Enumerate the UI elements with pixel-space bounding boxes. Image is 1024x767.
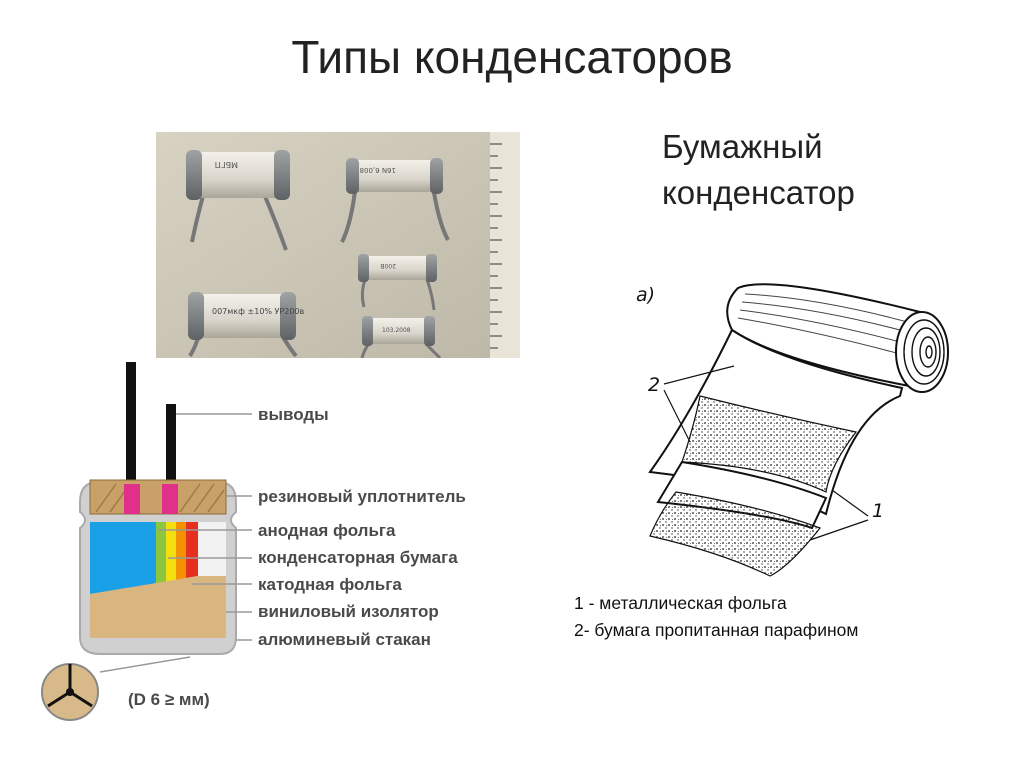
paper-roll-drawing [648, 283, 949, 577]
label-vinyl-insulator: виниловый изолятор [258, 602, 439, 621]
capacitor-3-marking: 200В [380, 262, 396, 269]
pin-cathode [162, 484, 178, 514]
capacitor-2: 16N 6,008 [340, 158, 450, 243]
capacitor-2-marking: 16N 6,008 [360, 166, 396, 174]
capacitor-1-marking: МБГП [215, 160, 238, 169]
capacitor-1: МБГП [186, 150, 290, 251]
capacitor-5-marking: 103.2008 [382, 327, 411, 334]
legend: 1 - металлическая фольга 2- бумага пропи… [574, 590, 858, 644]
mark-1: 1 [872, 500, 885, 522]
label-cathode-foil: катодная фольга [258, 575, 402, 594]
anode-foil [90, 522, 156, 594]
capacitor-4: 007мкф ±10% УР200в [188, 292, 305, 358]
mark-2: 2 [648, 374, 661, 396]
mark-a: а) [636, 284, 656, 306]
capacitor-4-marking: 007мкф ±10% УР200в [212, 307, 305, 316]
label-capacitor-paper: конденсаторная бумага [258, 548, 458, 567]
electrolytic-cross-section [41, 362, 252, 721]
label-rubber-seal: резиновый уплотнитель [258, 487, 466, 506]
lower-foil [649, 491, 821, 577]
legend-line-1: 1 - металлическая фольга [574, 593, 787, 613]
dimension-label: (D 6 ≥ мм) [128, 690, 210, 709]
paper-strip-yellow [166, 522, 176, 582]
slide-title: Типы конденсаторов [291, 31, 733, 83]
subtitle-line-2: конденсатор [662, 174, 855, 211]
capacitors-photo: МБГП 16N 6,008 200В 007мкф ±10% УР200в 1… [156, 132, 520, 358]
label-aluminium-can: алюминевый стакан [258, 630, 431, 649]
paper-strip-orange [176, 522, 186, 580]
pin-anode [124, 484, 140, 514]
paper-strip-green [156, 522, 166, 584]
label-leads: выводы [258, 405, 329, 424]
lead-long [126, 362, 136, 490]
capacitor-3: 200В [358, 254, 437, 311]
cathode-foil [186, 522, 198, 578]
capacitor-5: 103.2008 [360, 316, 442, 358]
vinyl-insulator [90, 576, 226, 638]
label-anode-foil: анодная фольга [258, 521, 396, 540]
upper-foil [681, 395, 858, 493]
subtitle-line-1: Бумажный [662, 128, 823, 165]
lead-short [166, 404, 176, 490]
subtitle: Бумажный конденсатор [662, 124, 855, 216]
legend-line-2: 2- бумага пропитанная парафином [574, 620, 859, 640]
